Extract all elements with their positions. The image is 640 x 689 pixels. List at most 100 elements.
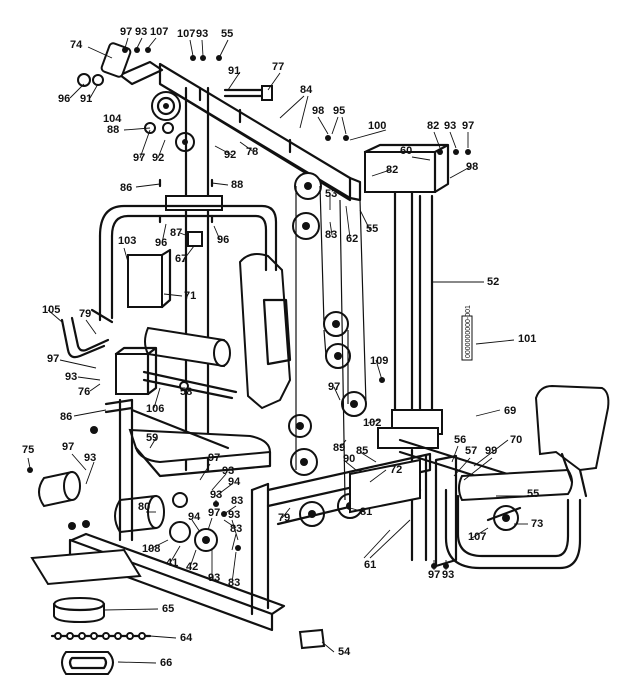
leader-line-15 bbox=[331, 116, 339, 135]
leader-line-23 bbox=[139, 129, 151, 159]
leader-line-35 bbox=[329, 221, 333, 236]
leader-line-86 bbox=[369, 519, 411, 559]
callout-c39: 52 bbox=[487, 276, 499, 288]
leader-line-75 bbox=[191, 519, 201, 533]
leader-line-47 bbox=[89, 383, 101, 392]
callout-c12: 84 bbox=[300, 84, 313, 96]
leader-line-33 bbox=[179, 232, 189, 237]
leader-line-56 bbox=[339, 439, 347, 449]
leader-line-68 bbox=[463, 457, 493, 481]
callout-c19: 97 bbox=[462, 120, 474, 132]
callout-c67: 99 bbox=[485, 445, 497, 457]
leader-line-84 bbox=[169, 545, 181, 564]
leader-line-44 bbox=[475, 339, 515, 345]
callout-c11: 91 bbox=[80, 93, 92, 105]
callout-labels: 97 93 107 107 93 55 74 91 77 96 91 84 10… bbox=[22, 26, 543, 669]
callout-c74: 79 bbox=[278, 512, 290, 524]
callout-c28: 86 bbox=[120, 182, 132, 194]
serial-plate: 0000000000-001 bbox=[461, 305, 473, 361]
callout-c72: 80 bbox=[138, 501, 150, 513]
callout-c27: 98 bbox=[466, 161, 478, 173]
callout-c56: 56 bbox=[454, 434, 466, 446]
callout-c59: 97 bbox=[62, 441, 74, 453]
callout-c45: 93 bbox=[65, 371, 77, 383]
callout-c80: 108 bbox=[142, 543, 160, 555]
callout-c13: 104 bbox=[103, 113, 122, 125]
leader-line-18 bbox=[433, 131, 441, 149]
callout-c41: 105 bbox=[42, 304, 60, 316]
leader-line-53 bbox=[367, 419, 381, 424]
leader-line-30 bbox=[211, 182, 229, 186]
callout-c68: 72 bbox=[390, 464, 402, 476]
callout-c61: 97 bbox=[208, 452, 220, 464]
leader-line-6 bbox=[219, 39, 229, 57]
callout-c57: 70 bbox=[510, 434, 522, 446]
callout-c5: 93 bbox=[196, 28, 208, 40]
leader-line-83 bbox=[189, 549, 197, 568]
leader-line-7 bbox=[87, 46, 113, 59]
leader-line-27 bbox=[371, 169, 391, 177]
callout-c26: 82 bbox=[386, 164, 398, 176]
leader-line-1 bbox=[124, 37, 129, 49]
leader-line-11 bbox=[89, 83, 99, 99]
callout-c60: 93 bbox=[84, 452, 96, 464]
callout-c17: 82 bbox=[427, 120, 439, 132]
callout-c1: 97 bbox=[120, 26, 132, 38]
leader-line-28 bbox=[449, 166, 471, 179]
leader-line-94 bbox=[117, 661, 157, 664]
callout-c82: 41 bbox=[166, 557, 178, 569]
handle-105 bbox=[60, 316, 110, 359]
callout-c37: 103 bbox=[118, 235, 136, 247]
leader-line-43 bbox=[85, 319, 97, 335]
leader-line-66 bbox=[345, 461, 357, 471]
leader-line-38 bbox=[123, 247, 129, 263]
callout-c24: 92 bbox=[224, 149, 236, 161]
callout-c44: 97 bbox=[47, 353, 59, 365]
callout-c71: 83 bbox=[231, 495, 243, 507]
leader-line-65 bbox=[359, 451, 377, 463]
leader-line-87 bbox=[471, 527, 489, 539]
leader-line-10 bbox=[69, 83, 85, 99]
leader-line-59 bbox=[27, 457, 31, 469]
leader-line-67 bbox=[453, 457, 471, 477]
leader-line-85 bbox=[363, 529, 391, 559]
leader-line-45 bbox=[59, 359, 97, 369]
leader-line-95 bbox=[321, 641, 335, 653]
callout-c87: 97 bbox=[428, 569, 440, 581]
leader-line-37 bbox=[359, 209, 371, 231]
callout-c21: 60 bbox=[400, 145, 412, 157]
callout-c91: 66 bbox=[160, 657, 172, 669]
callout-c77: 97 bbox=[208, 507, 220, 519]
leader-line-17 bbox=[349, 129, 387, 141]
leader-line-26 bbox=[239, 141, 255, 153]
callout-c6: 55 bbox=[221, 28, 233, 40]
callout-c83: 61 bbox=[364, 559, 376, 571]
callout-c75: 81 bbox=[360, 506, 372, 518]
leader-line-80 bbox=[231, 519, 239, 541]
callout-c15: 95 bbox=[333, 105, 345, 117]
callout-leaders bbox=[27, 37, 530, 664]
callout-c63: 94 bbox=[228, 476, 241, 488]
callout-c9: 77 bbox=[272, 61, 284, 73]
back-pad bbox=[238, 253, 292, 410]
leader-line-72 bbox=[223, 505, 237, 515]
leader-line-81 bbox=[231, 533, 237, 551]
callout-c48: 97 bbox=[328, 381, 340, 393]
leader-line-16 bbox=[341, 116, 347, 135]
callout-c88: 93 bbox=[442, 569, 454, 581]
leader-line-32 bbox=[161, 223, 167, 244]
callout-c73: 94 bbox=[188, 511, 201, 523]
leg-rollers bbox=[38, 470, 218, 552]
press-arms bbox=[90, 204, 278, 324]
leader-line-12 bbox=[279, 95, 305, 119]
callout-c65: 90 bbox=[343, 453, 355, 465]
top-boom bbox=[158, 62, 362, 202]
callout-c35: 62 bbox=[346, 233, 358, 245]
callout-c54: 59 bbox=[146, 432, 158, 444]
leader-line-89 bbox=[231, 551, 237, 584]
callout-c33: 96 bbox=[217, 234, 229, 246]
callout-c49: 106 bbox=[146, 403, 164, 415]
leader-line-64 bbox=[215, 483, 233, 497]
machine-drawing: 0000000000-001 bbox=[27, 42, 610, 675]
